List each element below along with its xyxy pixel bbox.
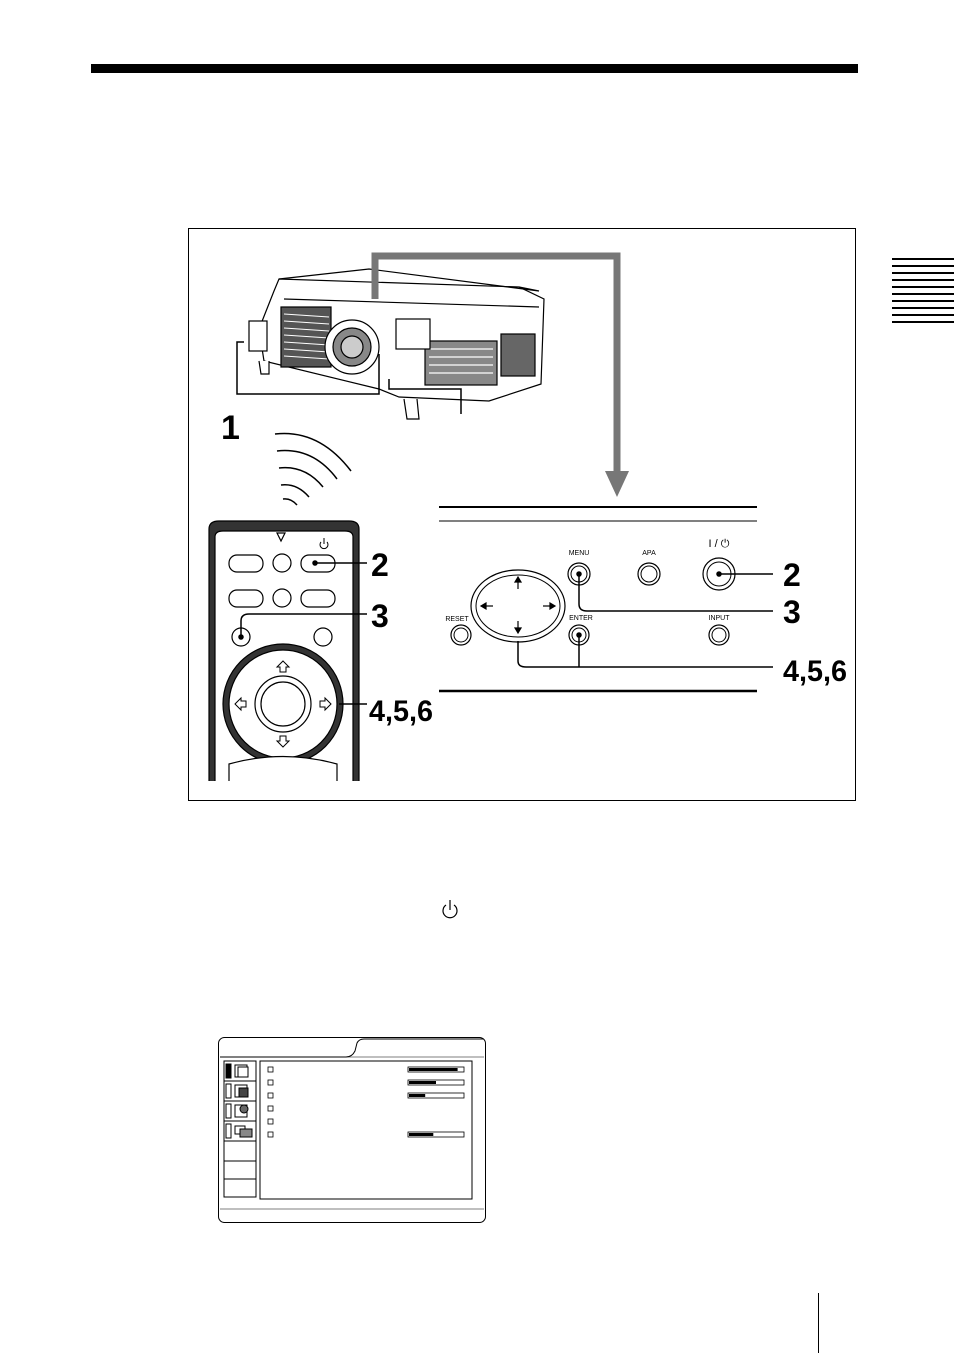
top-rule	[91, 64, 858, 73]
section-tab-marker	[892, 258, 954, 326]
signal-waves	[275, 433, 351, 505]
callout-2-remote: 2	[371, 547, 389, 583]
menu-slider-fill	[409, 1081, 436, 1084]
panel-label-power: I / ⏻	[709, 538, 730, 550]
panel-label-input: INPUT	[709, 615, 731, 622]
menu-screen-illustration	[218, 1037, 486, 1223]
menu-slider-fill	[409, 1094, 425, 1097]
power-icon	[440, 898, 460, 922]
callout-2-panel: 2	[783, 557, 801, 593]
menu-item-checkbox	[268, 1132, 273, 1137]
projector-illustration	[249, 269, 544, 419]
menu-item-checkbox	[268, 1080, 273, 1085]
figure-projector-remote: MENU APA I / ⏻ RESET ENTER INPUT 1 2 3 4…	[188, 228, 856, 801]
panel-label-enter: ENTER	[569, 615, 593, 622]
menu-item-checkbox	[268, 1067, 273, 1072]
illustration: MENU APA I / ⏻ RESET ENTER INPUT 1 2 3 4…	[189, 229, 857, 802]
page-number-rule	[818, 1293, 819, 1353]
menu-item-checkbox	[268, 1119, 273, 1124]
callout-3-panel: 3	[783, 594, 801, 630]
menu-slider-fill	[409, 1133, 433, 1136]
callout-4-remote: 4,5,6	[369, 695, 433, 728]
menu-slider-fill	[409, 1068, 458, 1071]
panel-label-apa: APA	[642, 550, 656, 557]
menu-item-checkbox	[268, 1106, 273, 1111]
menu-item-checkbox	[268, 1093, 273, 1098]
callout-3-remote: 3	[371, 598, 389, 634]
control-panel	[439, 507, 757, 691]
callout-4-panel: 4,5,6	[783, 655, 847, 688]
panel-label-menu: MENU	[569, 550, 590, 557]
callout-1: 1	[221, 409, 240, 447]
panel-label-reset: RESET	[445, 616, 469, 623]
menu-tab-icons	[224, 1061, 256, 1197]
